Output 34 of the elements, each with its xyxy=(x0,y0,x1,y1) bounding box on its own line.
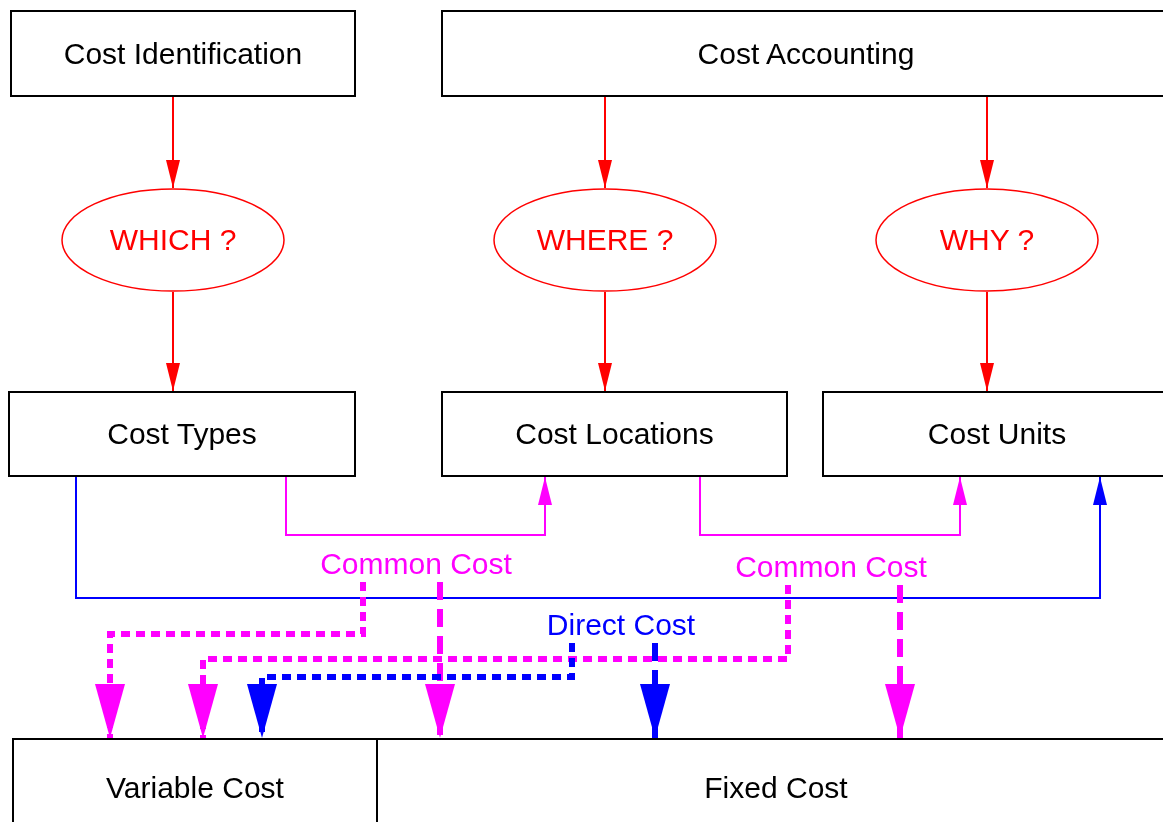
flow-label: Direct Cost xyxy=(546,608,696,642)
arrow xyxy=(980,291,994,392)
process-box xyxy=(441,391,788,477)
node-label: WHICH ? xyxy=(109,223,237,257)
process-box xyxy=(8,391,356,477)
process-box xyxy=(822,391,1163,477)
arrow xyxy=(166,96,180,189)
arrow xyxy=(980,96,994,189)
arrow xyxy=(598,291,612,392)
dashed-arrow xyxy=(247,643,575,738)
flow-label: Common Cost xyxy=(735,550,927,584)
flow-label: Common Cost xyxy=(320,547,512,581)
arrow xyxy=(285,476,552,536)
node-label: Cost Units xyxy=(927,417,1067,451)
node-label: Cost Types xyxy=(107,417,257,451)
dashed-arrow xyxy=(425,582,455,738)
arrow xyxy=(166,291,180,392)
dashed-arrow xyxy=(640,643,670,738)
node-label: Fixed Cost xyxy=(704,771,848,805)
node-label: WHERE ? xyxy=(536,223,674,257)
node-label: Variable Cost xyxy=(106,771,284,805)
dashed-arrow xyxy=(188,585,791,738)
dashed-arrow xyxy=(95,582,366,738)
process-box xyxy=(441,10,1163,97)
node-label: Cost Locations xyxy=(515,417,714,451)
process-box xyxy=(12,738,378,822)
process-box xyxy=(10,10,356,97)
node-label: WHY ? xyxy=(939,223,1035,257)
node-label: Cost Identification xyxy=(63,36,303,71)
arrow xyxy=(699,476,967,536)
arrow xyxy=(598,96,612,189)
node-label: Cost Accounting xyxy=(697,36,915,71)
dashed-arrow xyxy=(885,585,915,738)
arrow xyxy=(75,476,1107,599)
